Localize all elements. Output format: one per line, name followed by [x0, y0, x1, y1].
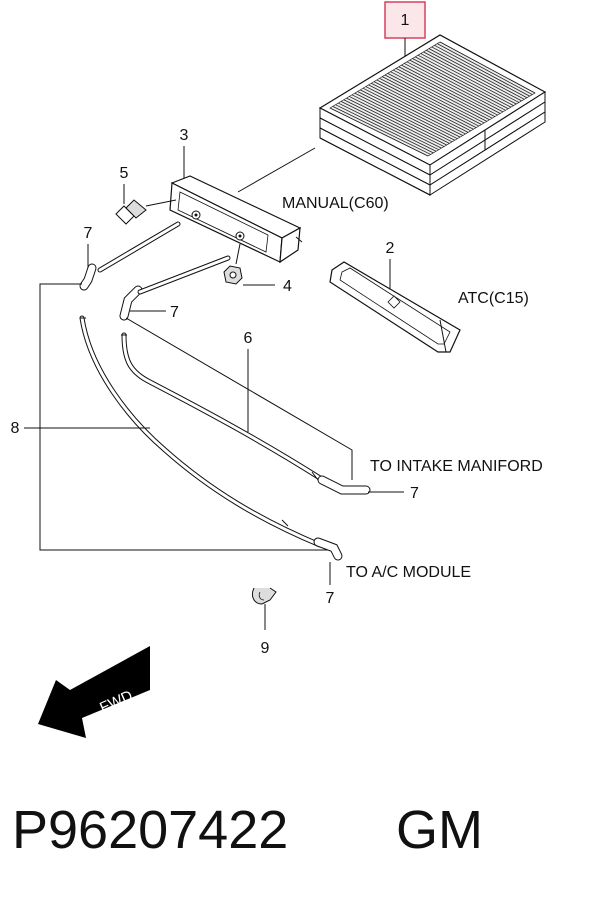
pleat-line	[349, 96, 447, 146]
pleat-line	[434, 44, 530, 97]
pleat-line	[357, 91, 455, 141]
callout-1: 1	[401, 12, 410, 29]
callout-7-intake: 7	[410, 485, 419, 502]
pleat-line	[409, 59, 506, 111]
screw-part	[115, 199, 177, 225]
pleat-line	[412, 58, 509, 110]
resonator-housing	[169, 175, 303, 264]
callout-6: 6	[244, 330, 253, 347]
hose-assembly	[79, 221, 371, 561]
pleat-line	[351, 94, 450, 144]
callout-5: 5	[120, 165, 129, 182]
pleat-line	[393, 69, 490, 121]
pleat-line	[401, 64, 498, 116]
bracket-8	[39, 283, 328, 551]
label-to-ac: TO A/C MODULE	[346, 564, 471, 581]
pleat-line	[343, 99, 442, 149]
part-number: P96207422	[12, 800, 288, 860]
leader-filter-to-housing	[237, 147, 316, 193]
pleat-line	[387, 72, 485, 124]
pleat-line	[354, 92, 453, 143]
pleat-line	[384, 74, 482, 125]
pleat-line	[362, 87, 461, 138]
pleat-line	[376, 79, 474, 130]
pleat-line	[340, 101, 439, 151]
pleat-line	[398, 66, 496, 117]
pleat-line	[346, 97, 445, 147]
callout-8: 8	[11, 420, 20, 437]
pleat-line	[338, 102, 437, 152]
pleat-line	[335, 104, 434, 154]
brand-label: GM	[396, 800, 483, 860]
callout-9: 9	[261, 640, 270, 657]
pleat-line	[395, 68, 493, 119]
pleat-line	[373, 81, 471, 132]
callout-3: 3	[180, 127, 189, 144]
pleat-line	[406, 61, 504, 113]
pleat-line	[390, 71, 488, 122]
clip-part	[251, 587, 277, 605]
pleat-line	[439, 41, 536, 94]
bracket-intake	[125, 317, 353, 480]
callout-2: 2	[386, 240, 395, 257]
pleat-line	[332, 105, 431, 155]
pleat-line	[365, 86, 463, 136]
pleat-line	[423, 51, 520, 103]
label-to-intake: TO INTAKE MANIFORD	[370, 458, 543, 475]
cabin-filter	[318, 34, 547, 196]
pleat-line	[371, 82, 469, 133]
pleat-line	[382, 76, 480, 127]
seal-gasket	[329, 261, 461, 353]
pleat-line	[437, 43, 533, 95]
label-manual: MANUAL(C60)	[282, 195, 389, 212]
label-atc: ATC(C15)	[458, 290, 529, 307]
pleat-line	[431, 46, 528, 99]
pleat-line	[415, 56, 512, 108]
nut-part	[223, 243, 243, 285]
filter-pleats	[329, 41, 536, 157]
pleat-line	[426, 49, 522, 102]
pleat-line	[329, 107, 429, 157]
pleat-line	[379, 77, 477, 129]
callout-4: 4	[283, 278, 292, 295]
pleat-line	[417, 54, 514, 106]
pleat-line	[360, 89, 458, 140]
pleat-line	[404, 63, 501, 114]
callout-7-mid: 7	[170, 304, 179, 321]
pleat-line	[428, 48, 525, 100]
pleat-line	[368, 84, 466, 135]
callout-7-upper: 7	[84, 225, 93, 242]
pleat-line	[420, 53, 517, 105]
fwd-arrow: FWD	[38, 646, 150, 738]
callout-7-ac: 7	[326, 590, 335, 607]
